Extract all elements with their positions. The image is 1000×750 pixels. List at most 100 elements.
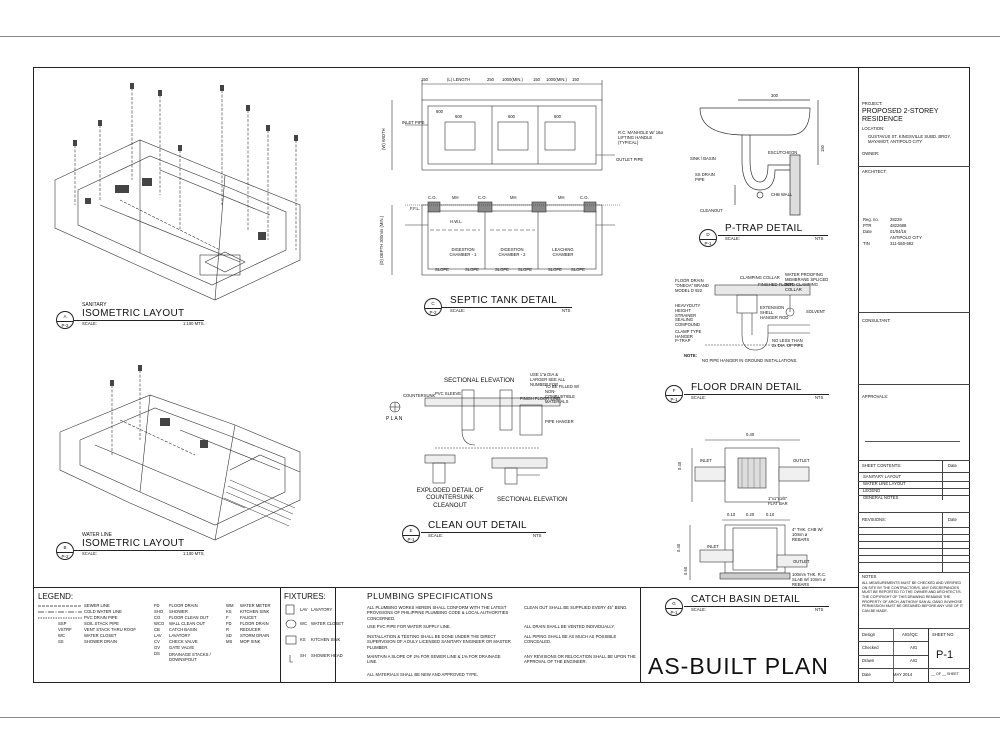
scale-label: SCALE: xyxy=(691,395,706,400)
tb-divider xyxy=(858,668,970,669)
fd-label-1: CLAMPING COLLAR xyxy=(740,275,780,280)
scale-label: SCALE: xyxy=(691,607,706,612)
cb-label-2: 100mm THK. R.C. SLAB W/ 10mm ø REBARS xyxy=(792,572,827,588)
ptrap-title: P-TRAP DETAIL xyxy=(725,223,803,234)
septic-dim-4: 1000(MIN.) xyxy=(502,77,523,82)
sheet-contents-date-label: Date xyxy=(948,463,957,468)
title-underline xyxy=(74,320,204,321)
code-label: KITCHEN SINK xyxy=(240,609,270,614)
date-value: MAY 2014 xyxy=(893,672,913,677)
fd-label-3: WATER PROOFING MEMBRANE SPLICED INTO CLA… xyxy=(785,272,829,293)
code: WCO xyxy=(154,621,165,626)
specs-title: PLUMBING SPECIFICATIONS xyxy=(367,591,494,601)
septic-manhole-note: R.C. MANHOLE W/ 16ø LIFTING HANDLE (TYPI… xyxy=(618,130,663,146)
sheet-content-item: LEGEND xyxy=(863,488,881,493)
spec-item: USE PVC PIPE FOR WATER SUPPLY LINE. xyxy=(367,624,451,629)
septic-dim-5: 150 xyxy=(533,77,540,82)
reg-value: 311-550-692 xyxy=(890,241,914,246)
cleanout-sectional: SECTIONAL ELEVATION xyxy=(444,377,515,384)
reg-key: Date xyxy=(863,229,872,234)
code-label: CHECK VALVE xyxy=(169,639,198,644)
tb-divider xyxy=(858,512,970,513)
tb-divider xyxy=(858,527,970,528)
fixture-code: SH xyxy=(300,653,306,658)
title-underline xyxy=(684,394,829,395)
detail-tag-g: G P-1 xyxy=(665,598,683,616)
spec-item: ANY REVISIONS OR RELOCATION SHALL BE UPO… xyxy=(524,654,636,665)
title-underline xyxy=(718,235,828,236)
checked-label: Checked xyxy=(862,645,879,650)
septic-co: C.O. xyxy=(428,195,437,200)
tag-sheet: P-1 xyxy=(704,240,712,246)
septic-chamber-1: DIGESTION CHAMBER - 1 xyxy=(449,247,477,258)
septic-dim-3: 250 xyxy=(487,77,494,82)
tb-divider xyxy=(858,384,970,385)
fd-label-4: HEAVYDUTY HEIGHT STRAINER xyxy=(675,303,701,319)
sheet-no-label: SHEET NO. xyxy=(932,632,955,637)
tag-sheet: P-2 xyxy=(61,322,69,328)
scale-value: 1:100 MTS. xyxy=(183,321,205,326)
title-underline xyxy=(442,307,572,308)
spec-item: ALL DRAIN SHALL BE VENTED INDIVIDUALLY. xyxy=(524,624,615,629)
ptrap-label-drain: SS DRAIN PIPE xyxy=(695,172,715,183)
tag-letter: A xyxy=(63,314,67,319)
cb-outlet-2: OUTLET xyxy=(793,559,810,564)
tb-divider xyxy=(858,495,970,496)
scale-value: NTS xyxy=(562,308,571,313)
cb-inlet: INLET xyxy=(700,458,712,463)
co-label-5: TO BE FILLED W/ NON-COMBUSTIBLE MATERIAL… xyxy=(545,384,580,405)
tb-divider xyxy=(858,460,970,461)
cleanout-sectional-2: SECTIONAL ELEVATION xyxy=(497,496,568,503)
fixture-label: KITCHEN SINK xyxy=(311,637,341,642)
tb-divider xyxy=(858,655,928,656)
legend-line-6: SHOWER DRAIN xyxy=(84,639,118,644)
tag-letter: E xyxy=(409,528,413,533)
septic-slope: SLOPE xyxy=(465,267,479,272)
code-label: WATER METER xyxy=(240,603,271,608)
title-underline xyxy=(684,606,829,607)
tag-sheet: P-1 xyxy=(670,609,678,615)
waterline-isometric-title: ISOMETRIC LAYOUT xyxy=(82,538,185,549)
design-label: Design xyxy=(862,632,876,637)
code-label: REDUCER xyxy=(240,627,261,632)
co-label-4: USE 1"ø DIA & LARGER SEE ALL NUMBER FOR xyxy=(530,372,565,388)
septic-slope: SLOPE xyxy=(435,267,449,272)
tag-letter: G xyxy=(672,601,676,606)
septic-co: C.O. xyxy=(580,195,589,200)
co-label-3: PIPE HANGER xyxy=(545,419,574,424)
detail-tag-c: C P-2 xyxy=(424,298,442,316)
scale-label: SCALE: xyxy=(725,236,740,241)
detail-tag-d: D P-1 xyxy=(699,229,717,247)
detail-tag-a: A P-2 xyxy=(56,311,74,329)
sanitary-label: SANITARY xyxy=(82,302,107,308)
septic-slope: SLOPE xyxy=(571,267,585,272)
location-value: GUSTAVUS ST. KINGSVILLE SUBD. BRGY. MAYA… xyxy=(868,134,951,145)
tb-divider xyxy=(858,641,928,642)
title-underline xyxy=(421,532,546,533)
fd-label-7: P-TRAP xyxy=(675,338,691,343)
septic-chamber-3: LEACHING CHAMBER xyxy=(552,247,574,258)
code: CV xyxy=(154,639,160,644)
septic-dim-6: 1000(MIN.) xyxy=(546,77,567,82)
legend-band-top xyxy=(33,587,858,588)
tb-divider xyxy=(858,481,970,482)
code: DS xyxy=(154,651,160,656)
ptrap-label-cleanout: CLEANOUT xyxy=(700,208,723,213)
fixtures-title: FIXTURES: xyxy=(284,592,326,601)
design-value: AIG/IQC xyxy=(902,632,918,637)
septic-inlet: INLET PIPE xyxy=(402,120,425,125)
septic-plan-dim: 600 xyxy=(554,114,561,119)
fixture-code: WC xyxy=(300,621,307,626)
code-label: STORM DRAIN xyxy=(240,633,270,638)
detail-tag-f: F P-1 xyxy=(665,385,683,403)
detail-tag-e: E P-1 xyxy=(402,525,420,543)
title-block xyxy=(858,67,971,683)
consultant-label: CONSULTANT: xyxy=(862,318,891,323)
fixture-code: LAV xyxy=(300,607,308,612)
code-label: GATE VALVE xyxy=(169,645,195,650)
of-sheet: __ OF __ SHEET xyxy=(931,672,959,676)
